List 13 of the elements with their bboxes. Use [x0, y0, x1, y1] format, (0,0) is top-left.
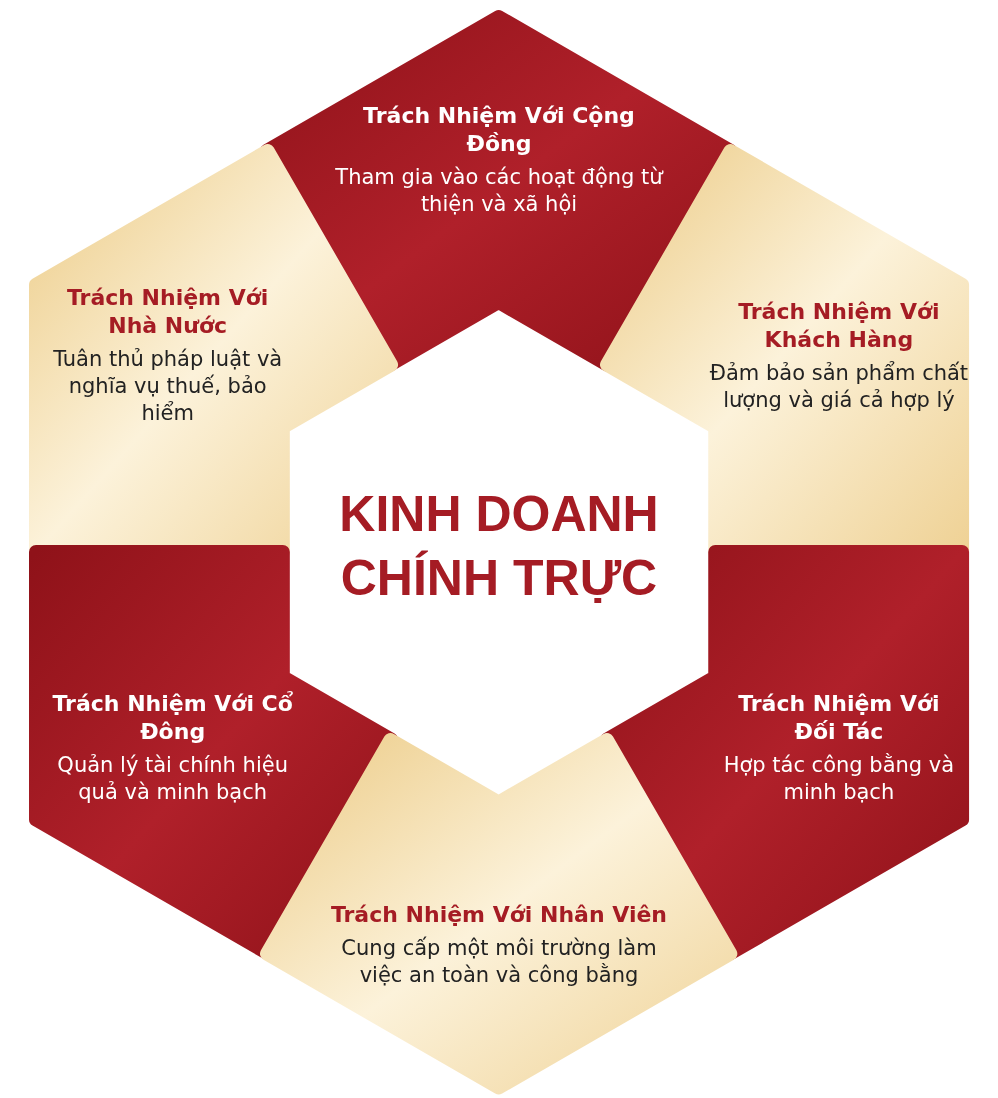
segment-heading: Trách Nhiệm Với Nhân Viên: [329, 900, 669, 929]
segment-heading: Trách Nhiệm Với Cộng Đồng: [362, 101, 636, 158]
segment-heading: Trách Nhiệm Với Đối Tác: [737, 690, 941, 747]
segment-description: Tuân thủ pháp luật và nghĩa vụ thuế, bảo hiểm: [52, 346, 284, 428]
segment-heading: Trách Nhiệm Với Khách Hàng: [737, 297, 941, 354]
segment-description: Cung cấp một môi trường làm việc an toàn và công bằng: [340, 934, 658, 989]
segment-heading: Trách Nhiệm Với Nhà Nước: [65, 284, 270, 341]
segment-description: Đảm bảo sản phẩm chất lượng và giá cả hợp lý: [708, 359, 970, 414]
segment-description: Tham gia vào các hoạt động từ thiện và xã hội: [334, 163, 664, 218]
central-heading: KINH DOANH CHÍNH TRỰC: [338, 485, 660, 608]
segment-heading: Trách Nhiệm Với Cổ Đông: [51, 690, 294, 747]
segment-description: Hợp tác công bằng và minh bạch: [722, 752, 956, 807]
segment-description: Quản lý tài chính hiệu quả và minh bạch: [56, 752, 289, 807]
